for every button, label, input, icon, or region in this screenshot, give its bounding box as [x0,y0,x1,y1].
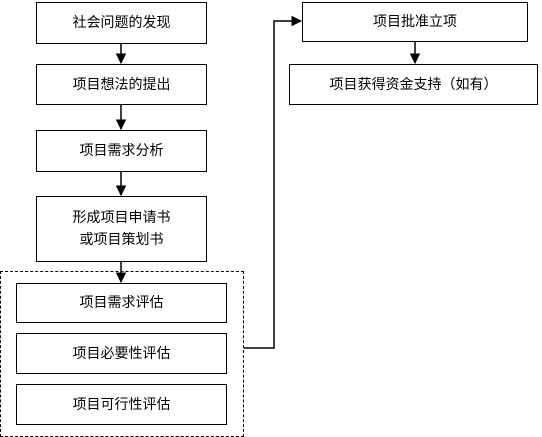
eval-necessity-label: 项目必要性评估 [72,345,171,362]
step-project-approval: 项目批准立项 [302,2,528,42]
step-needs-analysis-label: 项目需求分析 [79,143,164,159]
step-problem-discovery-label: 社会问题的发现 [72,15,171,31]
step-idea-proposal: 项目想法的提出 [36,64,207,105]
step-idea-proposal-label: 项目想法的提出 [72,76,171,93]
step-funding-support: 项目获得资金支持（如有） [289,64,538,105]
step-application-line2: 或项目策划书 [79,232,164,248]
eval-feasibility: 项目可行性评估 [16,384,227,425]
eval-needs: 项目需求评估 [16,283,227,323]
eval-necessity: 项目必要性评估 [16,333,227,374]
arrow-eval-approval [244,15,303,349]
step-needs-analysis: 项目需求分析 [36,130,207,172]
eval-needs-label: 项目需求评估 [79,295,164,311]
step-funding-support-label: 项目获得资金支持（如有） [329,76,498,93]
step-application-line1: 形成项目申请书 [72,210,171,226]
step-application-document: 形成项目申请书 或项目策划书 [36,196,207,262]
step-project-approval-label: 项目批准立项 [373,14,457,30]
eval-feasibility-label: 项目可行性评估 [72,396,171,413]
step-problem-discovery: 社会问题的发现 [36,2,207,44]
